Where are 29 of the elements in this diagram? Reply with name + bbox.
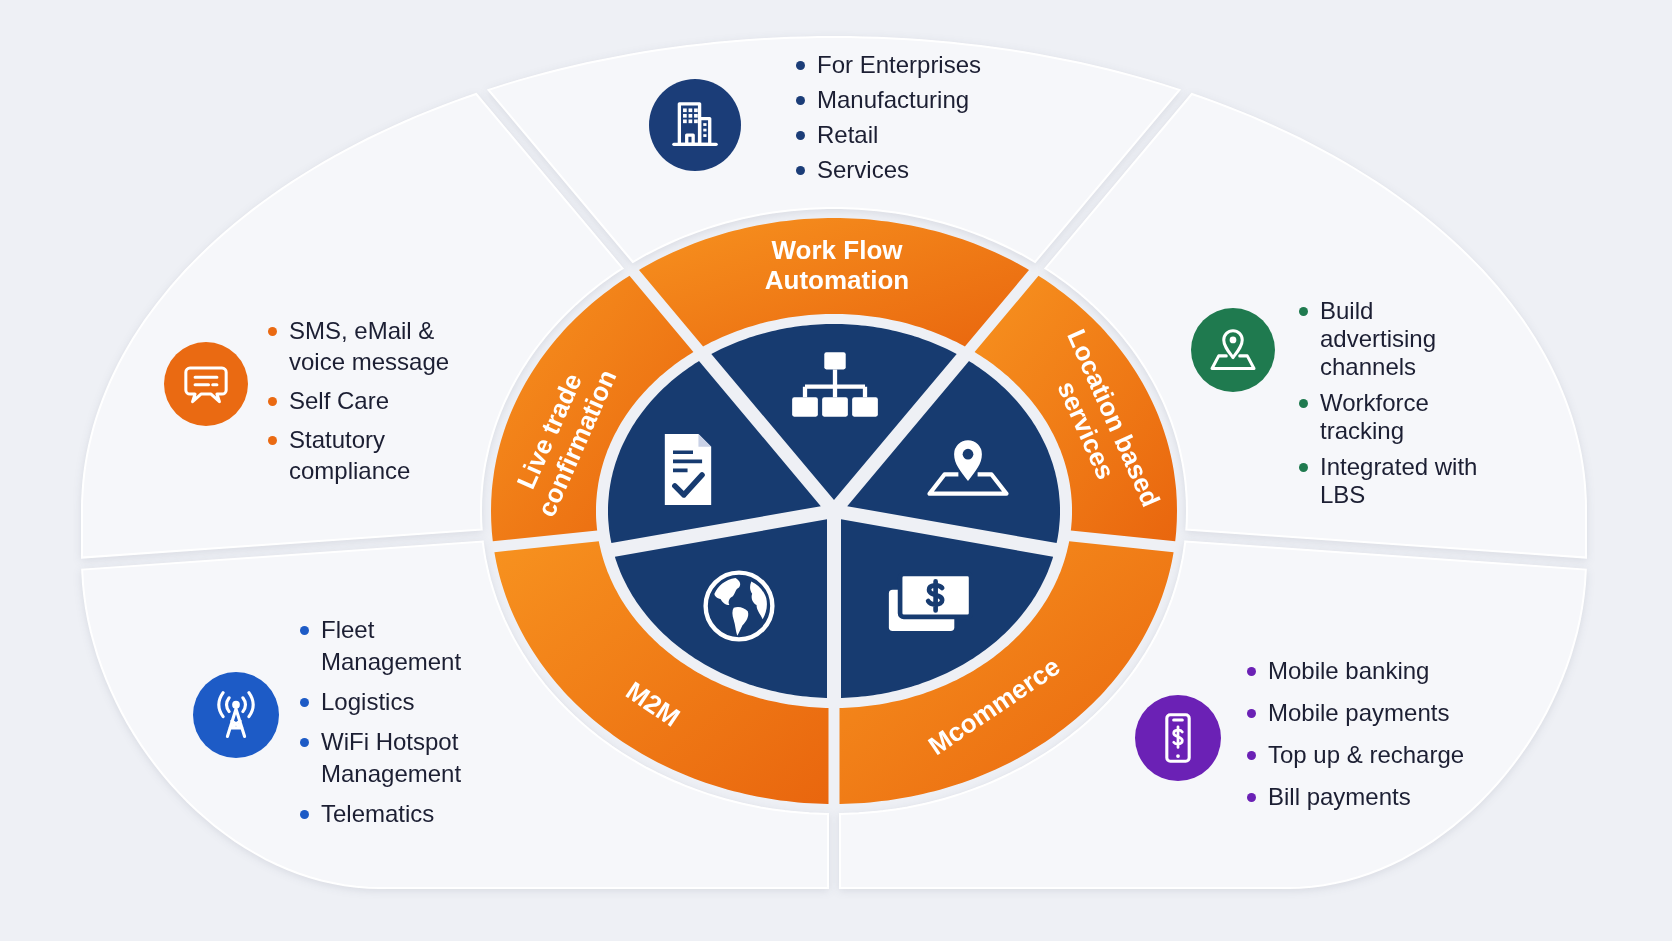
bullet-text: Fleet Management (321, 615, 463, 677)
bullet-text: Services (817, 155, 910, 185)
bullet-text: Logistics (321, 687, 416, 717)
sector-panel (1045, 93, 1586, 558)
segment-label: Work Flow Automation (763, 235, 911, 295)
bullet-text: Statutory compliance (289, 425, 412, 486)
bullet-text: For Enterprises (817, 50, 982, 80)
bullet-text: Telematics (321, 799, 436, 829)
sector-panel (82, 93, 623, 558)
bullet-text: Build advertising channels (1320, 297, 1438, 381)
bullet-text: Mobile banking (1268, 656, 1430, 686)
bullet-text: Bill payments (1268, 782, 1411, 812)
bullet-text: Mobile payments (1268, 698, 1450, 728)
ring-segment (494, 541, 829, 804)
bullet-text: Integrated with LBS (1320, 453, 1479, 509)
bullet-text: SMS, eMail & voice message (289, 316, 451, 377)
bullet-text: WiFi Hotspot Management (321, 727, 463, 789)
sector-panel (488, 37, 1180, 262)
sector-panel (840, 541, 1586, 888)
bullet-text: Top up & recharge (1268, 740, 1465, 770)
bullet-text: Self Care (289, 386, 391, 416)
bullet-text: Workforce tracking (1320, 389, 1430, 445)
sector-panel (82, 541, 828, 888)
ring-segment (491, 275, 694, 542)
ring-segment (974, 275, 1177, 542)
bullet-text: Retail (817, 120, 879, 150)
ring-segment (638, 218, 1030, 347)
bullet-text: Manufacturing (817, 85, 970, 115)
ring-segment (839, 541, 1174, 804)
